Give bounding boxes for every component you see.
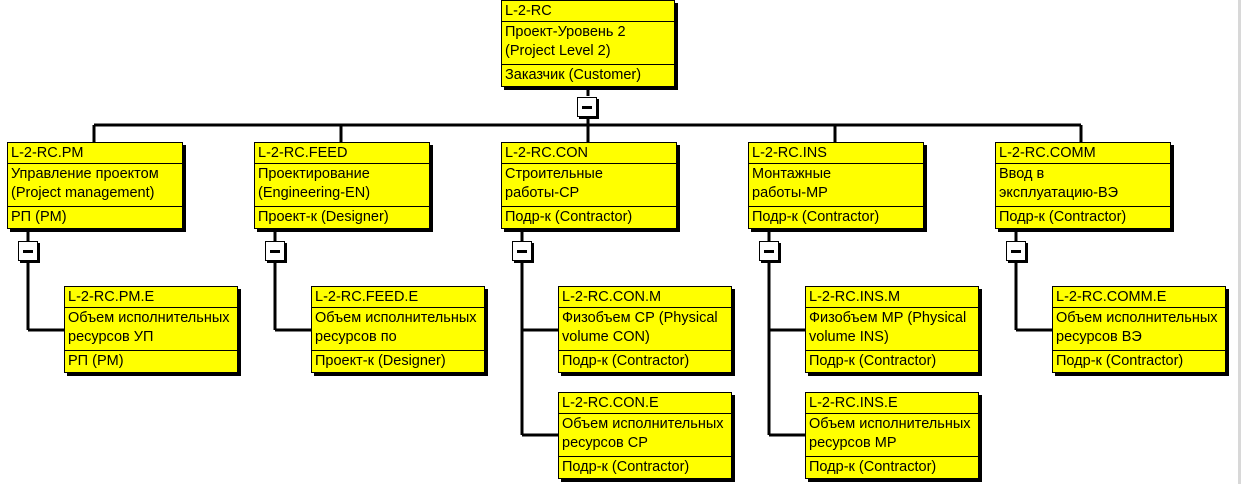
node-code: L-2-RC.FEED [255, 143, 429, 164]
node-title: Физобъем СР (Physical volume CON) [559, 308, 731, 351]
node-code: L-2-RC.CON.M [559, 287, 731, 308]
node-owner: Подр-к (Contractor) [752, 209, 880, 225]
node-pm-e[interactable]: L-2-RC.PM.E Объем исполнительных ресурсо… [64, 286, 238, 373]
node-code: L-2-RC.COMM.E [1053, 287, 1225, 308]
node-owner: Подр-к (Contractor) [1056, 353, 1184, 369]
node-owner: Подр-к (Contractor) [505, 209, 633, 225]
node-title: Проект-Уровень 2 (Project Level 2) [502, 22, 674, 65]
node-ins-m[interactable]: L-2-RC.INS.M Физобъем МР (Physical volum… [805, 286, 979, 373]
node-code: L-2-RC.INS.E [806, 393, 978, 414]
node-pm[interactable]: L-2-RC.PM Управление проектом (Project m… [7, 142, 183, 229]
node-code: L-2-RC.CON [502, 143, 676, 164]
node-title: Управление проектом (Project management) [8, 164, 182, 207]
node-title: Физобъем МР (Physical volume INS) [806, 308, 978, 351]
node-owner: Заказчик (Customer) [505, 67, 642, 83]
node-con-e[interactable]: L-2-RC.CON.E Объем исполнительных ресурс… [558, 392, 732, 479]
node-title: Объем исполнительных ресурсов ВЭ [1053, 308, 1225, 351]
node-owner: РП (PM) [68, 353, 124, 369]
node-code: L-2-RC.INS.M [806, 287, 978, 308]
node-title: Объем исполнительных ресурсов по [312, 308, 484, 351]
node-feed[interactable]: L-2-RC.FEED Проектирование (Engineering-… [254, 142, 430, 229]
node-code: L-2-RC.CON.E [559, 393, 731, 414]
node-code: L-2-RC.FEED.E [312, 287, 484, 308]
node-feed-e[interactable]: L-2-RC.FEED.E Объем исполнительных ресур… [311, 286, 485, 373]
window-edge [1238, 0, 1241, 484]
collapse-toggle-ins[interactable] [759, 241, 779, 261]
node-owner: Подр-к (Contractor) [999, 209, 1127, 225]
node-code: L-2-RC.PM.E [65, 287, 237, 308]
node-con-m[interactable]: L-2-RC.CON.M Физобъем СР (Physical volum… [558, 286, 732, 373]
node-title: Проектирование (Engineering-EN) [255, 164, 429, 207]
node-title: Объем исполнительных ресурсов УП [65, 308, 237, 351]
collapse-toggle-comm[interactable] [1006, 241, 1026, 261]
node-owner: РП (PM) [11, 209, 67, 225]
node-title: Строительные работы-СР [502, 164, 676, 207]
node-title: Ввод в эксплуатацию-ВЭ [996, 164, 1170, 207]
node-title: Монтажные работы-МР [749, 164, 923, 207]
node-owner: Подр-к (Contractor) [562, 459, 690, 475]
collapse-toggle-pm[interactable] [18, 241, 38, 261]
node-title: Объем исполнительных ресурсов МР [806, 414, 978, 457]
node-comm[interactable]: L-2-RC.COMM Ввод в эксплуатацию-ВЭ Подр-… [995, 142, 1171, 229]
node-ins-e[interactable]: L-2-RC.INS.E Объем исполнительных ресурс… [805, 392, 979, 479]
node-owner: Подр-к (Contractor) [809, 353, 937, 369]
node-title: Объем исполнительных ресурсов СР [559, 414, 731, 457]
node-owner: Подр-к (Contractor) [562, 353, 690, 369]
node-code: L-2-RC.INS [749, 143, 923, 164]
collapse-toggle-con[interactable] [512, 241, 532, 261]
node-code: L-2-RC.PM [8, 143, 182, 164]
node-owner: Проект-к (Designer) [258, 209, 389, 225]
node-con[interactable]: L-2-RC.CON Строительные работы-СР Подр-к… [501, 142, 677, 229]
node-owner: Проект-к (Designer) [315, 353, 446, 369]
node-owner: Подр-к (Contractor) [809, 459, 937, 475]
node-comm-e[interactable]: L-2-RC.COMM.E Объем исполнительных ресур… [1052, 286, 1226, 373]
collapse-toggle-root[interactable] [577, 97, 597, 117]
collapse-toggle-feed[interactable] [265, 241, 285, 261]
node-code: L-2-RC.COMM [996, 143, 1170, 164]
node-root[interactable]: L-2-RC Проект-Уровень 2 (Project Level 2… [501, 0, 675, 87]
node-code: L-2-RC [502, 1, 674, 22]
node-ins[interactable]: L-2-RC.INS Монтажные работы-МР Подр-к (C… [748, 142, 924, 229]
